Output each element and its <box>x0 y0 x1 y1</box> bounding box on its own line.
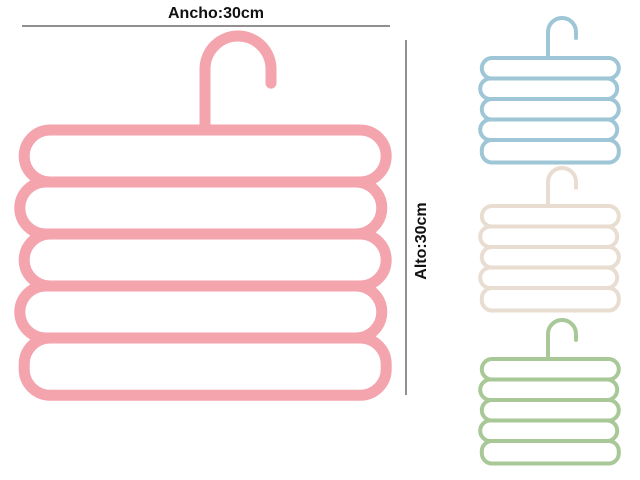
hanger-loop <box>14 280 388 344</box>
hanger-loop <box>479 439 621 466</box>
hook <box>546 166 578 208</box>
hook <box>546 16 578 60</box>
hanger-loop <box>478 224 620 249</box>
hanger-cream <box>478 166 621 313</box>
hanger-loop <box>479 204 621 229</box>
hook <box>546 318 578 361</box>
hook <box>199 30 277 136</box>
hanger-loop <box>478 418 620 443</box>
hanger-loop <box>18 124 392 188</box>
hanger-loop <box>479 56 621 81</box>
hanger-loop <box>479 245 621 270</box>
hanger-loop <box>479 398 621 423</box>
height-label: Alto:30cm <box>413 202 430 280</box>
hanger-loop <box>18 332 392 401</box>
hanger-loop <box>14 176 388 240</box>
hanger-loop <box>479 357 621 382</box>
hanger-loop <box>478 377 620 402</box>
hanger-loop <box>479 138 621 165</box>
hanger-loop <box>478 117 620 142</box>
width-label: Ancho:30cm <box>168 5 265 22</box>
hanger-pink <box>14 30 392 401</box>
hanger-loop <box>479 286 621 313</box>
hanger-loop <box>18 228 392 292</box>
hanger-loop <box>479 97 621 122</box>
hanger-loop <box>478 76 620 101</box>
hanger-green <box>478 318 621 466</box>
hanger-loop <box>478 265 620 290</box>
hanger-blue <box>478 16 621 165</box>
